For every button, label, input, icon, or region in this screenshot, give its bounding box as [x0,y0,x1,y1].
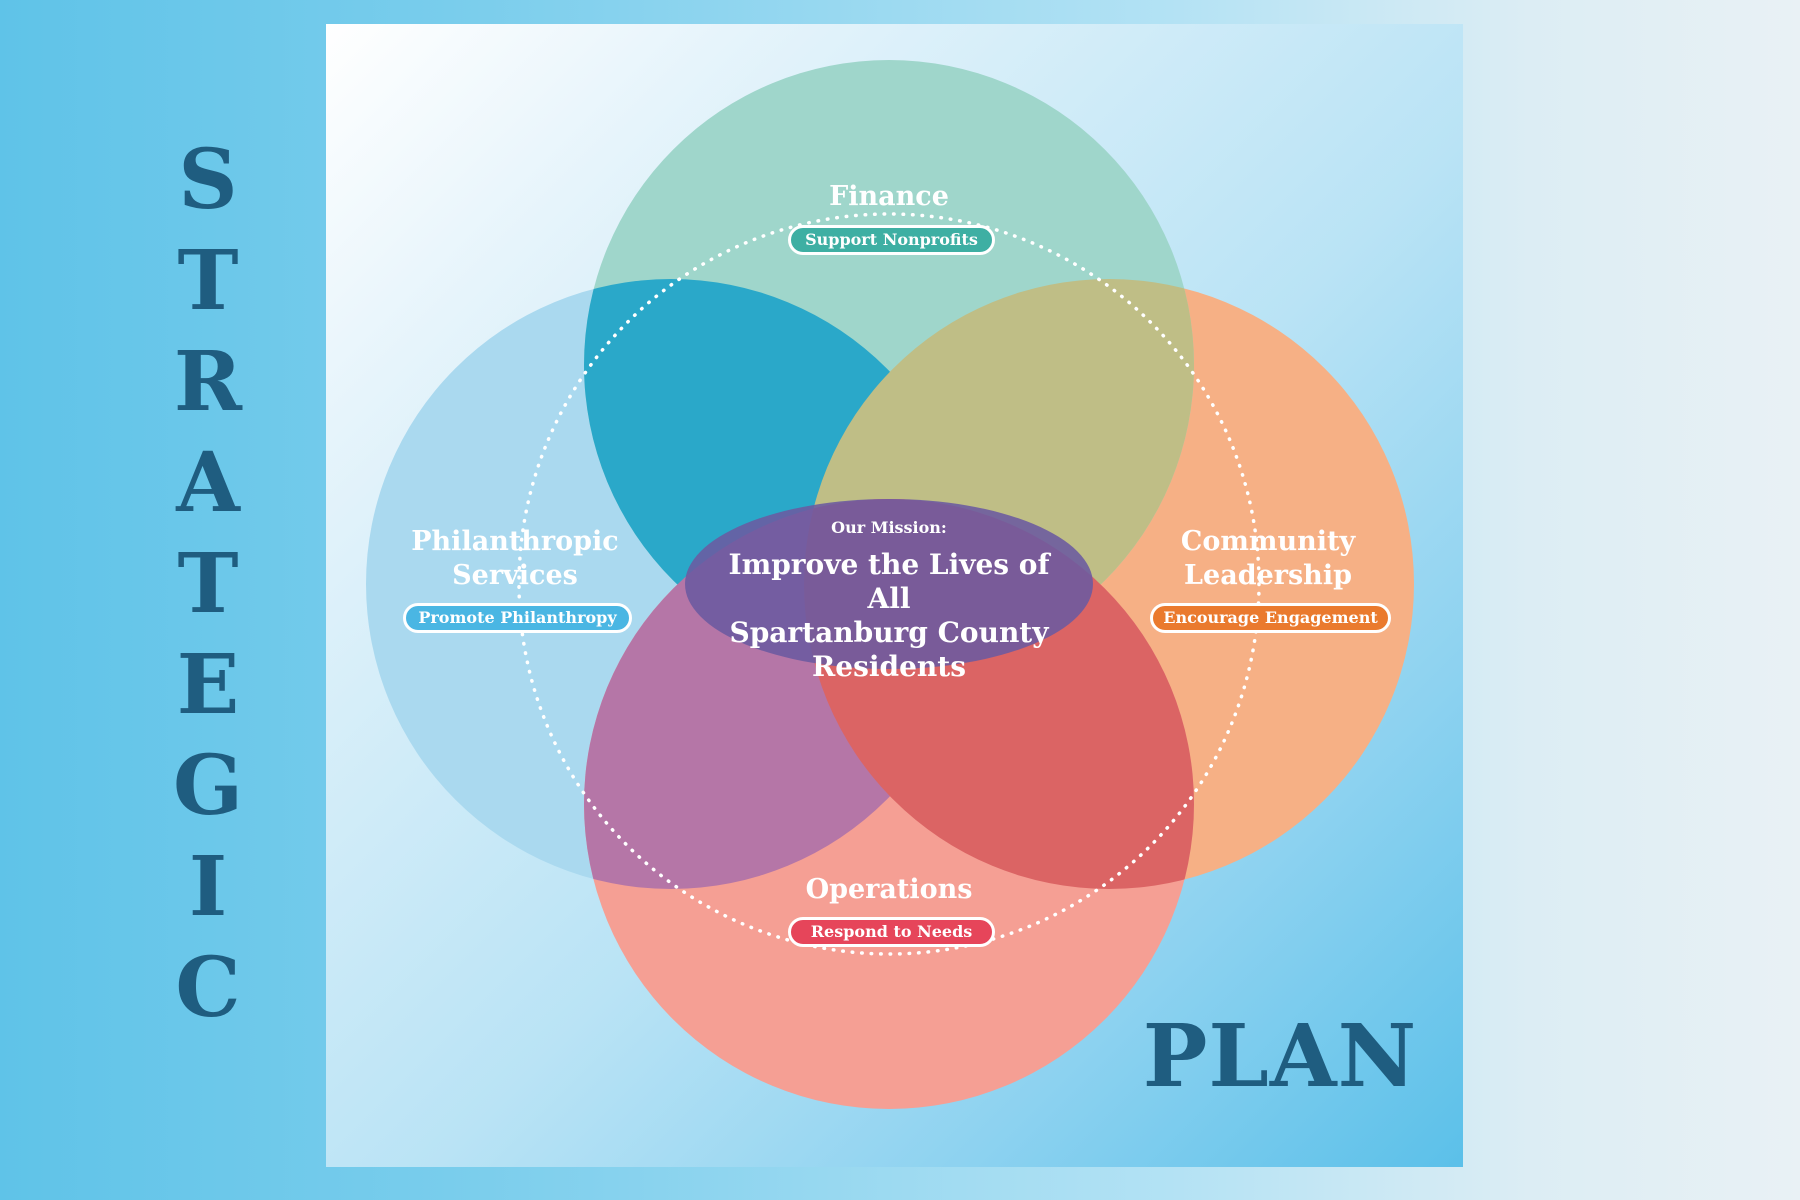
philanthropic-heading: Philanthropic Services [380,525,650,593]
mission-ellipse [685,499,1093,669]
operations-heading: Operations [805,874,973,905]
title-plan: PLAN [1142,1006,1418,1107]
mission-statement: Improve the Lives of All Spartanburg Cou… [704,548,1074,684]
title-letter: I [188,839,228,935]
title-letter: C [175,940,241,1036]
vertical-title-strategic: S T R A T E G I C [168,130,248,1036]
title-letter: T [177,233,239,329]
title-letter: S [178,132,238,228]
dotted-ring [517,212,1261,956]
title-letter: G [172,738,244,834]
mission-line: Residents [812,650,966,683]
philanthropic-pill: Promote Philanthropy [403,603,632,633]
title-letter: R [173,334,243,430]
philanthropic-heading-line: Philanthropic [411,526,619,557]
philanthropic-heading-line: Services [452,560,578,591]
community-heading-line: Community [1180,526,1356,557]
mission-line: Spartanburg County [729,616,1049,649]
community-heading-line: Leadership [1184,560,1352,591]
finance-pill: Support Nonprofits [788,225,995,255]
finance-heading: Finance [829,181,949,212]
title-letter: E [176,637,240,733]
mission-label: Our Mission: [831,518,947,537]
title-letter: T [177,536,239,632]
operations-pill: Respond to Needs [788,917,995,947]
community-heading: Community Leadership [1133,525,1403,593]
mission-line: Improve the Lives of All [728,548,1050,615]
community-pill: Encourage Engagement [1150,603,1391,633]
title-letter: A [176,435,240,531]
